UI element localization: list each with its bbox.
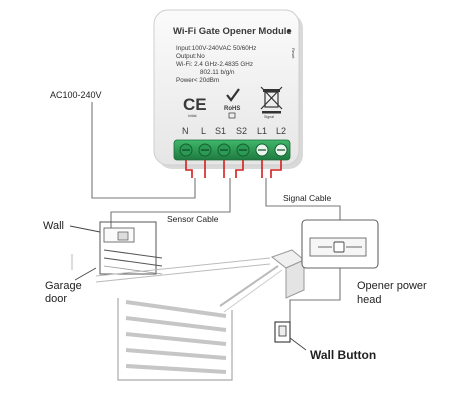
- module-title: Wi-Fi Gate Opener Module: [173, 26, 292, 37]
- wall-sensor: [99, 221, 163, 275]
- svg-text:CE: CE: [183, 95, 207, 114]
- spec-input: Input:100V-240VAC 50/60Hz: [176, 45, 256, 52]
- terminal-label-s1: S1: [215, 126, 226, 136]
- terminal-label-n: N: [182, 126, 189, 136]
- terminal-label-l: L: [201, 126, 206, 136]
- ce-note: Initial: [188, 114, 197, 118]
- spec-power: Power< 20dBm: [176, 77, 219, 84]
- reset-label: Reset: [291, 48, 296, 59]
- opener-label-line2: head: [357, 294, 381, 306]
- ac-input-label: AC100-240V: [50, 90, 102, 100]
- opener-power-head: [270, 219, 379, 299]
- spec-standard: 802.11 b/g/n: [200, 69, 235, 76]
- spec-wifi: Wi-Fi: 2.4 GHz-2.4835 GHz: [176, 61, 253, 68]
- signal-cable-label: Signal Cable: [283, 193, 331, 203]
- gate-opener-module: Wi-Fi Gate Opener Module Reset Input:100…: [153, 9, 303, 169]
- ce-mark-icon: CE Initial: [183, 95, 207, 118]
- terminal-block: [173, 139, 291, 161]
- sensor-cable-label: Sensor Cable: [167, 214, 219, 224]
- rohs-icon: RoHS: [224, 88, 240, 119]
- garage-door-label-line1: Garage: [45, 280, 82, 292]
- terminal-label-l2: L2: [276, 126, 286, 136]
- terminal-label-l1: L1: [257, 126, 267, 136]
- opener-label-line1: Opener power: [357, 280, 427, 292]
- garage-door-label-line2: door: [45, 293, 67, 305]
- rohs-label: RoHS: [224, 106, 240, 112]
- wall-button: [274, 321, 307, 351]
- garage-door: [71, 254, 283, 381]
- wall-button-label: Wall Button: [310, 348, 376, 362]
- spec-output: Output:No: [176, 53, 205, 60]
- signal-note: Signal: [264, 115, 274, 119]
- weee-bin-icon: Signal: [260, 86, 283, 119]
- terminal-label-s2: S2: [236, 126, 247, 136]
- wall-label: Wall: [43, 220, 64, 232]
